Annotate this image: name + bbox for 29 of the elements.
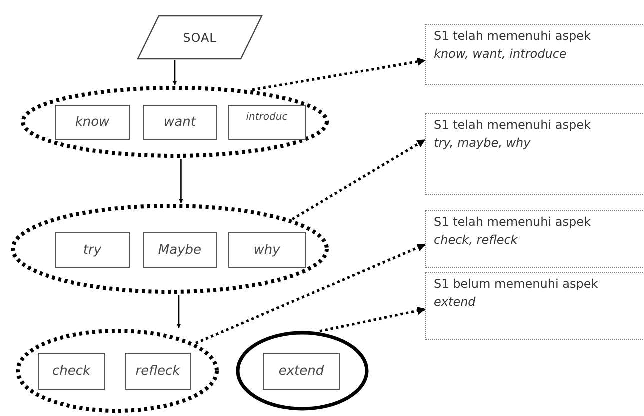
aspect-list: know, want, introduce (434, 47, 638, 61)
note-heading: S1 telah memenuhi aspek (434, 118, 592, 132)
aspect-box: introduc (228, 105, 306, 140)
aspect-box: extend (263, 353, 340, 390)
note-box (425, 272, 644, 340)
dotted-arrow (196, 244, 426, 345)
dotted-arrow (292, 138, 426, 221)
aspect-box: want (143, 105, 217, 140)
note-heading: S1 telah memenuhi aspek (434, 29, 592, 43)
aspect-box: Maybe (143, 232, 217, 268)
note-box (425, 113, 644, 195)
note-heading: S1 belum memenuhi aspek (434, 277, 600, 291)
dotted-arrow (252, 58, 426, 92)
dotted-arrow (320, 306, 426, 333)
aspect-box: refleck (125, 353, 191, 390)
aspect-list: extend (434, 295, 638, 309)
aspect-box: know (55, 105, 130, 140)
note-box (425, 24, 644, 85)
arrow (176, 295, 182, 328)
aspect-list: check, refleck (434, 233, 638, 247)
aspect-list: try, maybe, why (434, 136, 638, 150)
input-label: SOAL (183, 30, 217, 44)
aspect-box: why (228, 232, 306, 268)
arrow (179, 159, 184, 204)
note-heading: S1 telah memenuhi aspek (434, 215, 592, 229)
aspect-box: check (38, 353, 105, 390)
arrow (172, 60, 178, 86)
note-box (425, 210, 644, 268)
aspect-box: try (55, 232, 130, 268)
